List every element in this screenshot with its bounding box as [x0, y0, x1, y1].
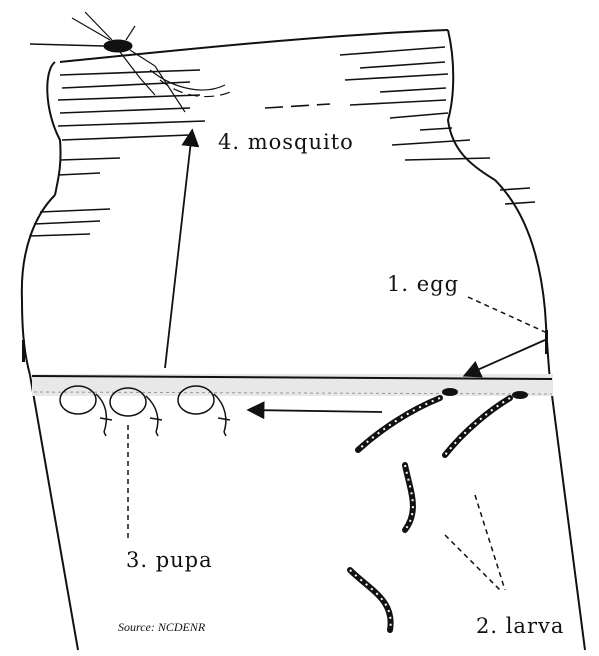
arrow-egg-pointer [466, 340, 545, 375]
label-pupa: 3. pupa [126, 548, 213, 572]
label-egg: 1. egg [387, 272, 459, 296]
cycle-arrows [165, 132, 545, 412]
leader-egg [468, 297, 545, 332]
label-mosquito: 4. mosquito [218, 130, 354, 154]
water-surface [32, 374, 553, 396]
source-credit: Source: NCDENR [118, 620, 205, 635]
larva-2 [445, 398, 510, 455]
label-leaders [128, 297, 545, 590]
label-larva: 2. larva [476, 614, 564, 638]
leader-larva-b [475, 495, 505, 590]
leader-larva-a [445, 535, 500, 590]
arrow-pupa-to-mosquito [165, 132, 192, 368]
larva-1 [358, 398, 440, 450]
arrow-larva-to-pupa [250, 410, 382, 412]
larva-4 [350, 570, 391, 630]
jar-wall-left [30, 375, 78, 650]
larva-3 [405, 465, 413, 530]
larvae [350, 398, 510, 630]
jar-shoulder-left [22, 195, 55, 375]
jar-wall-right [550, 380, 585, 650]
jar [22, 30, 585, 650]
